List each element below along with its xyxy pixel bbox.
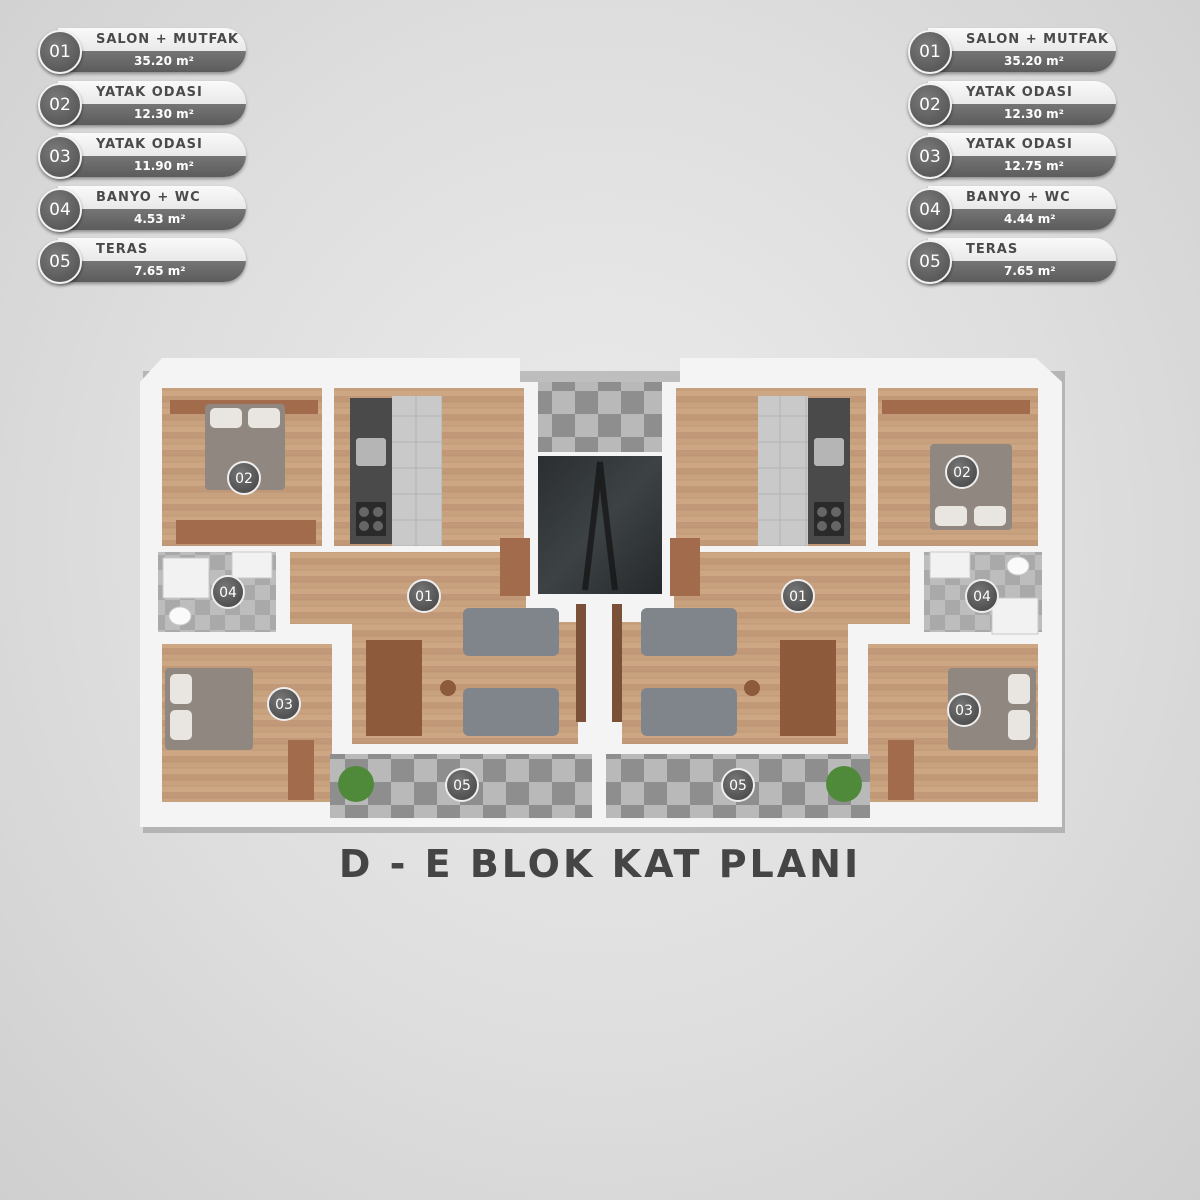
left-dining-table bbox=[366, 640, 422, 736]
legend-room-area: 4.53 m² bbox=[58, 208, 246, 230]
legend-room-name: YATAK ODASI bbox=[96, 137, 203, 152]
right-sofa-top bbox=[641, 608, 737, 656]
legend-room-area: 12.30 m² bbox=[58, 103, 246, 125]
right-sofa-bottom bbox=[641, 688, 737, 736]
legend-room-area: 7.65 m² bbox=[928, 261, 1116, 282]
marker-left-bed-top: 02 bbox=[227, 461, 261, 495]
legend-item: TERAS 7.65 m² 05 bbox=[38, 238, 248, 284]
legend-item: BANYO + WC 4.53 m² 04 bbox=[38, 185, 248, 232]
marker-right-terrace: 05 bbox=[721, 768, 755, 802]
legend-room-name: TERAS bbox=[96, 242, 149, 257]
legend-number-badge: 02 bbox=[908, 82, 952, 127]
legend-room-area: 7.65 m² bbox=[58, 261, 246, 282]
legend-room-area: 4.44 m² bbox=[928, 208, 1116, 230]
marker-label: 01 bbox=[415, 589, 433, 605]
legend-item: YATAK ODASI 12.30 m² 02 bbox=[908, 80, 1118, 127]
left-sofa-top bbox=[463, 608, 559, 656]
legend-item: TERAS 7.65 m² 05 bbox=[908, 238, 1118, 284]
legend-room-area: 12.30 m² bbox=[928, 103, 1116, 125]
marker-label: 05 bbox=[729, 778, 747, 794]
marker-label: 01 bbox=[789, 589, 807, 605]
legend-number-badge: 03 bbox=[908, 135, 952, 179]
legend-room-name: YATAK ODASI bbox=[966, 84, 1073, 100]
marker-label: 04 bbox=[973, 589, 991, 605]
legend-item: YATAK ODASI 12.30 m² 02 bbox=[38, 80, 248, 127]
plan-title: D - E BLOK KAT PLANI bbox=[338, 842, 862, 886]
marker-label: 02 bbox=[953, 465, 971, 481]
marker-label: 05 bbox=[453, 778, 471, 794]
legend-room-name: SALON + MUTFAK bbox=[966, 32, 1110, 47]
marker-left-salon: 01 bbox=[407, 579, 441, 613]
legend-number-badge: 02 bbox=[38, 82, 82, 127]
marker-left-bed-bottom: 03 bbox=[267, 687, 301, 721]
marker-label: 03 bbox=[275, 697, 293, 713]
legend-room-name: TERAS bbox=[966, 242, 1019, 257]
legend-number-badge: 01 bbox=[38, 30, 82, 74]
legend-room-name: SALON + MUTFAK bbox=[96, 32, 240, 47]
marker-label: 02 bbox=[235, 471, 253, 487]
legend-room-name: BANYO + WC bbox=[96, 189, 201, 205]
left-sofa-bottom bbox=[463, 688, 559, 736]
right-dining-table bbox=[780, 640, 836, 736]
legend-item: YATAK ODASI 11.90 m² 03 bbox=[38, 133, 248, 179]
legend-item: SALON + MUTFAK 35.20 m² 01 bbox=[38, 28, 248, 74]
marker-right-bed-top: 02 bbox=[945, 455, 979, 489]
legend-item: SALON + MUTFAK 35.20 m² 01 bbox=[908, 28, 1118, 74]
legend-item: YATAK ODASI 12.75 m² 03 bbox=[908, 133, 1118, 179]
stair-landing-floor bbox=[538, 382, 662, 452]
legend-number-badge: 05 bbox=[38, 240, 82, 284]
legend-number-badge: 01 bbox=[908, 30, 952, 74]
legend-number-badge: 04 bbox=[38, 187, 82, 232]
marker-left-terrace: 05 bbox=[445, 768, 479, 802]
legend-right: SALON + MUTFAK 35.20 m² 01 YATAK ODASI 12.… bbox=[908, 28, 1118, 291]
legend-room-name: YATAK ODASI bbox=[966, 137, 1073, 152]
legend-number-badge: 04 bbox=[908, 187, 952, 232]
legend-item: BANYO + WC 4.44 m² 04 bbox=[908, 185, 1118, 232]
legend-room-area: 35.20 m² bbox=[928, 51, 1116, 72]
legend-room-area: 11.90 m² bbox=[58, 156, 246, 177]
legend-number-badge: 05 bbox=[908, 240, 952, 284]
right-terrace-plant bbox=[826, 766, 862, 802]
marker-right-bed-bottom: 03 bbox=[947, 693, 981, 727]
legend-room-name: BANYO + WC bbox=[966, 189, 1071, 205]
marker-right-salon: 01 bbox=[781, 579, 815, 613]
marker-left-bath: 04 bbox=[211, 575, 245, 609]
legend-room-area: 35.20 m² bbox=[58, 51, 246, 72]
legend-left: SALON + MUTFAK 35.20 m² 01 YATAK ODASI 12.… bbox=[38, 28, 248, 291]
marker-right-bath: 04 bbox=[965, 579, 999, 613]
left-terrace-plant bbox=[338, 766, 374, 802]
marker-label: 04 bbox=[219, 585, 237, 601]
marker-label: 03 bbox=[955, 703, 973, 719]
legend-number-badge: 03 bbox=[38, 135, 82, 179]
legend-room-area: 12.75 m² bbox=[928, 156, 1116, 177]
legend-room-name: YATAK ODASI bbox=[96, 84, 203, 100]
